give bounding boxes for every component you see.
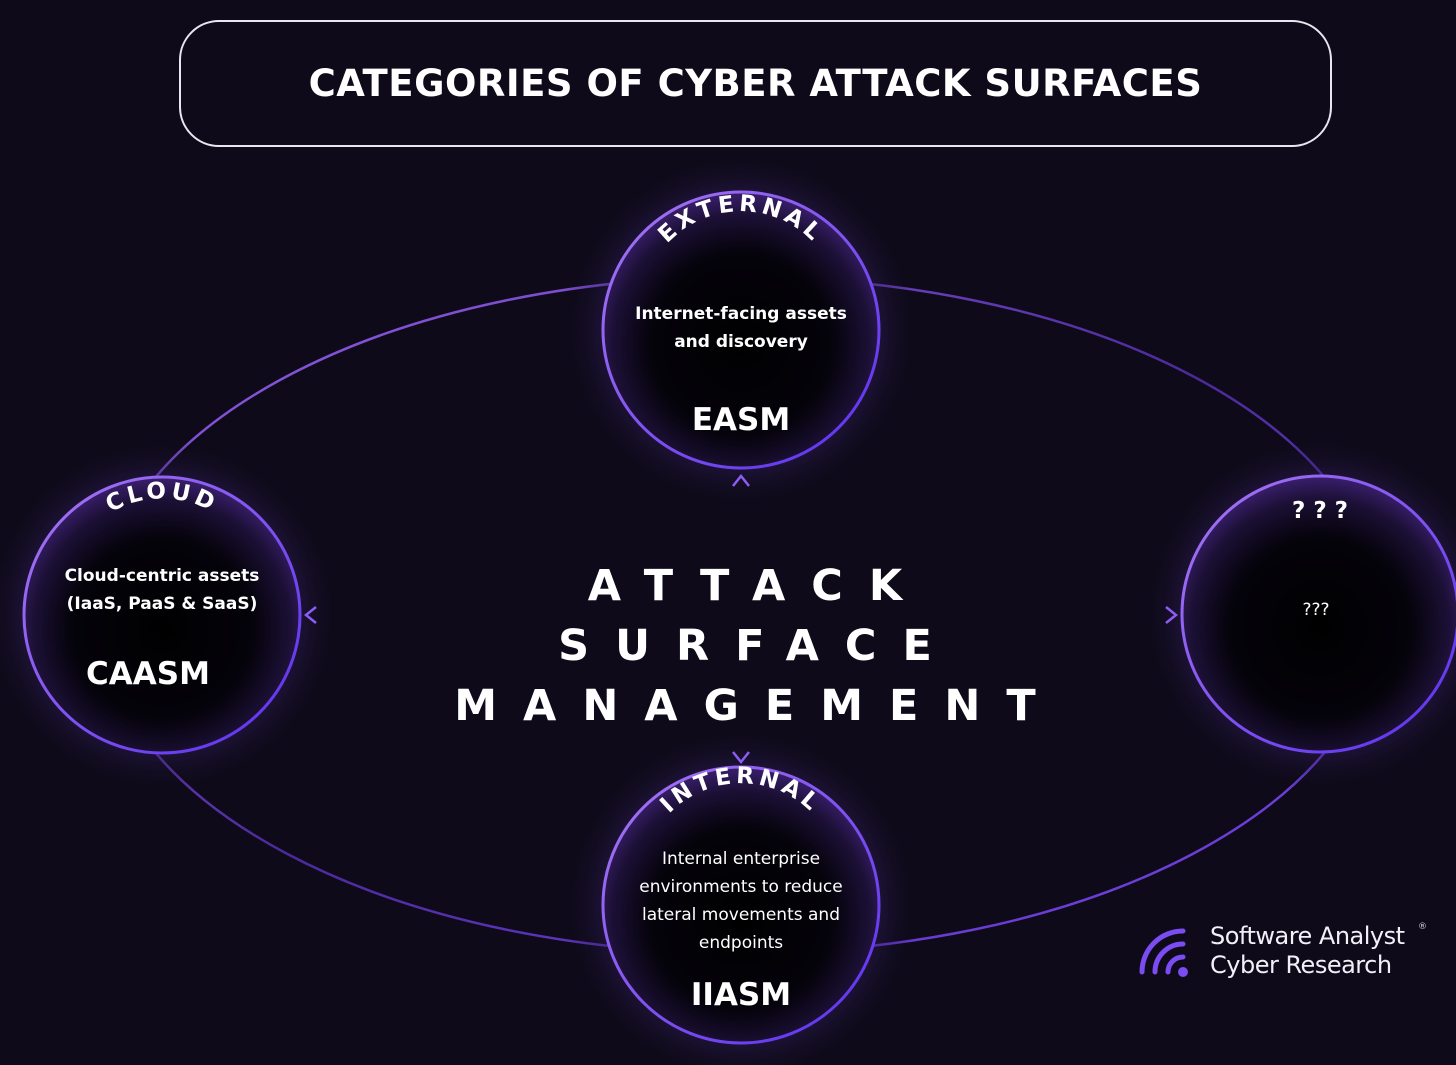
internal-node: [601, 765, 881, 1045]
external-code: EASM: [691, 402, 791, 438]
internal-description-line: lateral movements and: [642, 905, 840, 925]
unknown-arc-label: ? ? ?: [1292, 498, 1348, 524]
external-description-line: and discovery: [674, 332, 808, 352]
internal-code: IIASM: [690, 977, 792, 1013]
registered-mark: ®: [1418, 922, 1427, 932]
unknown-description-line: ???: [1302, 600, 1330, 620]
arrow-to-unknown: [1052, 606, 1179, 624]
page-title: CATEGORIES OF CYBER ATTACK SURFACES: [308, 62, 1203, 105]
cloud-description-line: Cloud-centric assets: [64, 566, 260, 586]
external-node: [601, 190, 881, 470]
unknown-node: [1180, 474, 1456, 754]
cloud-description-line: (IaaS, PaaS & SaaS): [66, 594, 258, 614]
external-description: Internet-facing assets and discovery: [611, 300, 871, 356]
arrow-to-internal: [732, 688, 750, 765]
unknown-description: ???: [1216, 596, 1416, 624]
brand-line-1: Software Analyst: [1210, 922, 1405, 950]
brand-line-2: Cyber Research: [1210, 951, 1392, 979]
brand-logo: Software Analyst Cyber Research ®: [1136, 922, 1446, 986]
external-description-line: Internet-facing assets: [635, 304, 847, 324]
internal-description-line: Internal enterprise: [661, 849, 821, 869]
center-title-line-2: MANAGEMENT: [454, 681, 1062, 731]
brand-name: Software Analyst Cyber Research: [1210, 922, 1405, 980]
center-title-line-1: ATTACK SURFACE: [558, 561, 958, 671]
cloud-node: [22, 475, 302, 755]
arrow-to-cloud: [303, 606, 428, 624]
internal-description-line: endpoints: [698, 933, 784, 953]
arrow-to-external: [732, 473, 750, 548]
internal-description-line: environments to reduce: [639, 877, 843, 897]
header-title-box: CATEGORIES OF CYBER ATTACK SURFACES: [179, 20, 1332, 147]
center-title: ATTACK SURFACE MANAGEMENT: [380, 556, 1110, 736]
cloud-description: Cloud-centric assets (IaaS, PaaS & SaaS): [32, 562, 292, 618]
cloud-code: CAASM: [86, 656, 210, 692]
signal-waves-icon: [1139, 928, 1188, 977]
internal-description: Internal enterprise environments to redu…: [611, 845, 871, 957]
